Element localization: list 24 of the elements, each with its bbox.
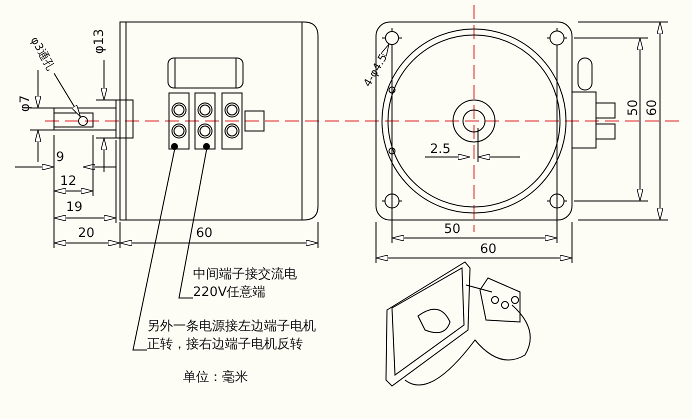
leader-line: [54, 72, 81, 118]
leader-line: [132, 150, 175, 350]
dimension-label: 12: [60, 174, 77, 190]
terminal-dot: [171, 143, 178, 150]
leader-line: [380, 44, 390, 57]
mounting-hole: [78, 116, 88, 126]
terminal-dot: [203, 143, 210, 150]
dimension-label: 60: [196, 226, 213, 242]
mounting-hole: [385, 31, 399, 45]
leader-line: [178, 150, 207, 298]
dimension-label: 50: [626, 99, 642, 116]
dimension-label: 9: [56, 150, 64, 166]
unit-note: 单位：毫米: [183, 370, 248, 386]
dimension-label: 20: [78, 226, 95, 242]
dimension-label: 50: [444, 222, 461, 238]
dimension-label: 2.5: [430, 142, 451, 158]
dimension-label: φ7: [18, 95, 34, 112]
dimension-label: 60: [480, 242, 497, 258]
callout-text: 中间端子接交流电 220V任意端: [193, 266, 333, 302]
dimension-label: φ13: [92, 28, 108, 54]
dimension-label: 19: [66, 200, 83, 216]
dimension-label: 60: [645, 99, 661, 116]
callout-text: 另外一条电源接左边端子电机正转，接右边端子电机反转: [147, 318, 325, 354]
dimension-label: φ3通孔: [26, 34, 58, 74]
